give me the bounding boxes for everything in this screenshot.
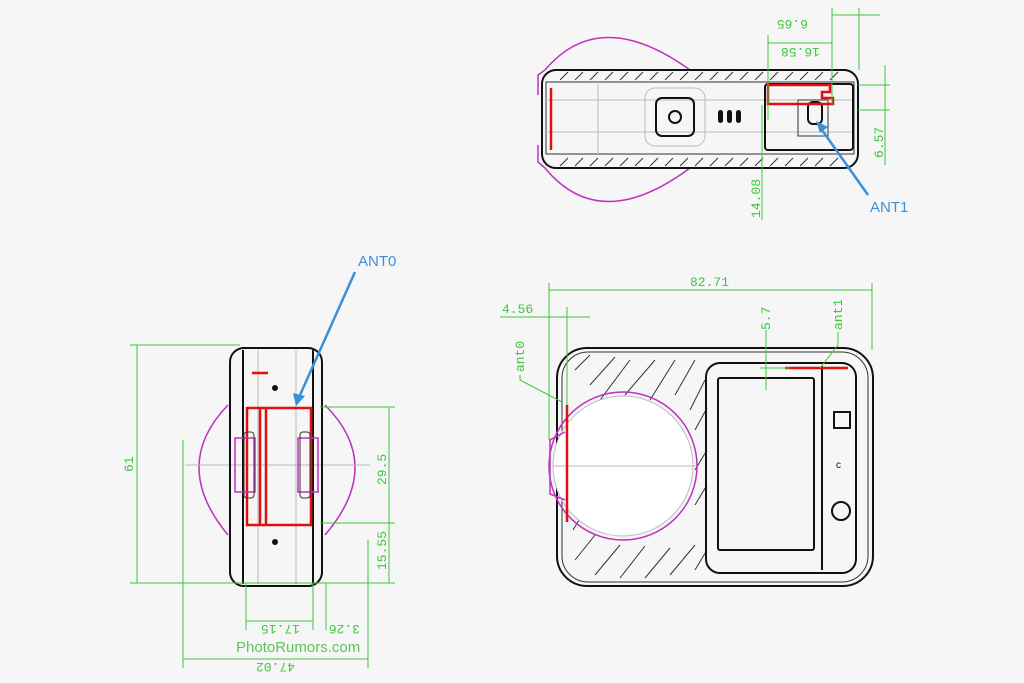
dim-16-58: 16.58 [781,44,820,59]
screen-module [705,362,857,574]
display-screen [717,377,815,551]
lens-cap-bottom [544,167,691,203]
ant0-antenna-marking [245,406,313,527]
dim-47-02: 47.02 [256,659,295,674]
power-button [655,97,695,137]
label-ant1: ant1 [831,299,846,330]
dim-14-08: 14.08 [749,179,764,218]
front-view-dimension-lines [500,283,873,440]
watermark: PhotoRumors.com [236,639,360,656]
dim-5-7: 5.7 [759,307,774,330]
power-icon [668,110,682,124]
dim-29-5: 29.5 [375,454,390,485]
lens-circle [548,391,698,541]
dim-6-65: 6.65 [777,16,808,31]
side-lens-cap-right [324,404,356,536]
side-view: 61 29.5 15.55 17.15 3.26 47.02 ANT0 [122,253,396,674]
ant1-antenna-marking [766,83,835,106]
grip-hatching-top [559,71,839,167]
dim-3-26: 3.26 [329,621,360,636]
side-lens-cap-left [198,404,229,536]
speaker-vent [718,110,741,123]
label-ant0: ant0 [513,341,528,372]
camera-body-top [541,69,859,169]
dim-17-15: 17.15 [261,621,300,636]
dim-82-71: 82.71 [690,275,729,290]
dim-15-55: 15.55 [375,531,390,570]
top-view-dimension-lines [761,8,890,220]
top-view: 6.65 16.58 6.57 14.08 ANT1 [537,8,908,220]
svg-text:c: c [836,460,841,471]
square-button-icon [833,411,851,429]
lens-cap-top [544,36,691,71]
camera-body-side [229,347,323,587]
ant0-callout-arrow [298,271,357,396]
ant1-callout-arrow [820,129,870,196]
dim-4-56: 4.56 [502,302,533,317]
round-button-icon [831,501,851,521]
port-icon [807,101,823,125]
ant1-callout-label: ANT1 [870,199,908,216]
ant0-callout-label: ANT0 [358,253,396,270]
dim-61: 61 [122,456,137,472]
side-view-dimension-lines [130,344,395,668]
dim-6-57: 6.57 [872,127,887,158]
front-view: c 82.71 4.56 5.7 ant0 ant1 [500,275,874,587]
